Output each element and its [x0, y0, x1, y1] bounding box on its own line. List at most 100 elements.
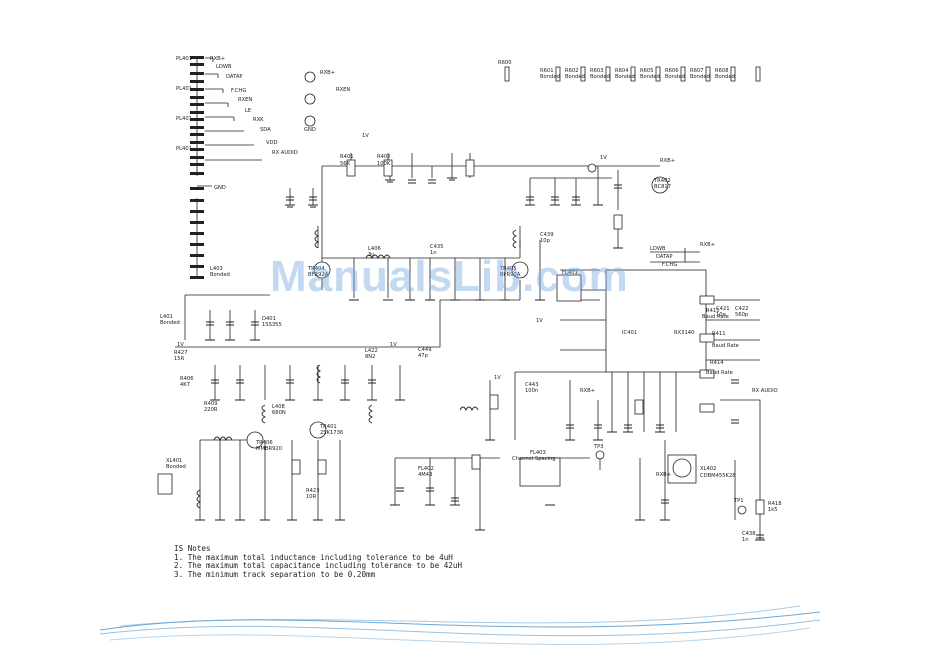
part-ref: L403	[210, 266, 223, 272]
part-ref: L401	[160, 314, 173, 320]
part-val: 8N2	[365, 354, 375, 360]
pin-name: PL401	[176, 146, 192, 152]
ic-part: RX3140	[674, 330, 694, 336]
part-val: 560p	[735, 312, 749, 318]
bank-val: Bonded	[565, 74, 585, 80]
supply-label: 1V	[390, 342, 397, 348]
ic-net: LDWB	[650, 246, 666, 252]
part-ref: FL402	[418, 466, 434, 472]
part-val: 56K	[340, 161, 351, 167]
pin-name: PL401	[176, 56, 192, 62]
testpad-label: RXB+	[320, 70, 335, 76]
part-val: Bonded	[166, 464, 186, 470]
net-label: RXB+	[210, 56, 225, 62]
part-val: Baud Rate	[706, 370, 733, 376]
part-ref: TP1	[733, 498, 744, 504]
connector-pins	[190, 56, 204, 279]
bank-ref: R601	[540, 68, 554, 74]
transistor-ref: TR405	[499, 266, 517, 272]
part-ref: R423	[306, 488, 320, 494]
part-ref: C443	[525, 382, 539, 388]
pin-name: PL401	[176, 116, 192, 122]
bank-ref: R604	[615, 68, 629, 74]
net-label: RXB+	[656, 472, 671, 478]
ground-symbols	[195, 177, 765, 541]
part-ref: C449	[418, 347, 432, 353]
part-val: 10p	[540, 238, 551, 244]
supply-label: 1V	[494, 375, 501, 381]
bank-val: Bonded	[640, 74, 660, 80]
part-val: 1k5	[768, 507, 778, 513]
resistor-r402	[383, 159, 393, 177]
part-ref: R411	[712, 331, 726, 337]
part-val: 1n	[430, 250, 437, 256]
part-ref: L408	[272, 404, 285, 410]
part-val: 10R	[306, 494, 317, 500]
bank-ref: R606	[665, 68, 679, 74]
transistor-part: BFR92A	[500, 272, 521, 278]
part-ref: C422	[735, 306, 749, 312]
supply-label: 1V	[600, 155, 607, 161]
notes-line: 3. The minimum track separation to be 0.…	[174, 569, 376, 579]
part-val: CDBM455K28	[700, 473, 736, 479]
part-val: 1n	[742, 537, 749, 543]
part-ref: L406	[368, 246, 381, 252]
bank-val: Bonded	[690, 74, 710, 80]
part-ref: TP3	[593, 444, 604, 450]
bank-val: Bonded	[665, 74, 685, 80]
net-label: RXK	[253, 117, 264, 123]
part-ref: C439	[540, 232, 554, 238]
filter-fl401	[556, 274, 582, 302]
footer-wave	[99, 605, 821, 645]
resistor-bank-graphics	[504, 66, 761, 82]
transistor-ref: TR404	[307, 266, 325, 272]
bank-val: Bonded	[615, 74, 635, 80]
transistor-ref: TR406	[255, 440, 273, 446]
notes-line: 2. The maximum total capacitance includi…	[174, 561, 463, 571]
part-val: 4K7	[180, 382, 190, 388]
part-val: 220R	[204, 407, 218, 413]
net-label: DATAP	[226, 74, 243, 80]
watermark: ManualsLib.com	[270, 252, 629, 301]
part-val: 680N	[272, 410, 286, 416]
net-label: RXB+	[580, 388, 595, 394]
pin-name: PL401	[176, 86, 192, 92]
channel-filter	[519, 457, 561, 487]
part-ref: FL401	[562, 270, 578, 276]
bank-val: Bonded	[590, 74, 610, 80]
schematic-labels: RXB+ LDWB DATAP F.CHG RXEN LE RXK SDA VD…	[160, 56, 782, 543]
bank-ref: R608	[715, 68, 729, 74]
part-val: 3u	[368, 252, 375, 258]
bank-ref: R607	[690, 68, 704, 74]
part-ref: R427	[174, 350, 188, 356]
net-label: LDWB	[216, 64, 232, 70]
bank-ref: R602	[565, 68, 579, 74]
resistor-r401	[346, 159, 356, 177]
part-val: 100K	[377, 161, 391, 167]
net-label: F.CHG	[231, 88, 246, 94]
gnd-label: GND	[214, 185, 226, 191]
ic-net: RXB+	[700, 242, 715, 248]
notes-title: IS Notes	[174, 544, 211, 553]
supply-label: 1V	[177, 342, 184, 348]
part-ref: C421	[716, 306, 730, 312]
part-ref: R418	[768, 501, 782, 507]
part-val: 15R	[174, 356, 185, 362]
part-ref: R402	[377, 154, 391, 160]
part-val: 10n	[716, 312, 726, 318]
supply-label: 1V	[536, 318, 543, 324]
part-val: Bonded	[160, 320, 180, 326]
part-ref: R409	[204, 401, 218, 407]
part-val: 4M43	[418, 472, 432, 478]
part-ref: XL402	[700, 466, 716, 472]
capacitors	[206, 179, 764, 539]
testpad-label: GND	[304, 127, 316, 133]
part-val: 100n	[525, 388, 538, 394]
schematic-notes: IS Notes 1. The maximum total inductance…	[174, 544, 463, 579]
part-val: 1SS355	[262, 322, 282, 328]
transistor-part: BC817	[654, 184, 671, 190]
part-ref: C438	[742, 531, 756, 537]
part-ref: R415	[706, 308, 720, 314]
bank-val: Bonded	[540, 74, 560, 80]
